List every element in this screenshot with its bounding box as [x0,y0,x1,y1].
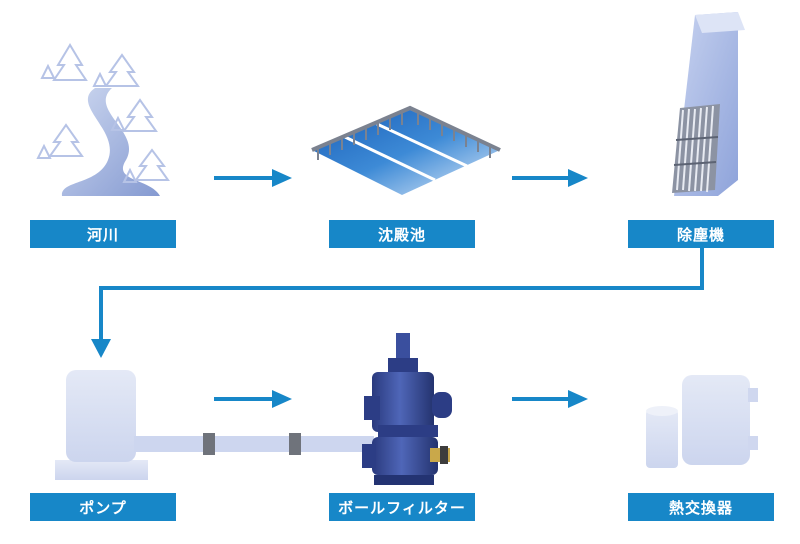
label-ball-filter: ボールフィルター [329,493,475,521]
flow-arrow [214,390,292,408]
label-dust-remover: 除塵機 [628,220,774,248]
flow-arrow [512,390,588,408]
heat-exchanger-illustration [646,375,758,468]
label-pump: ポンプ [30,493,176,521]
river-illustration [36,43,170,196]
flow-arrow [214,169,292,187]
ball-filter-illustration [362,333,452,485]
label-heat-exchanger: 熱交換器 [628,493,774,521]
pump-illustration [55,370,374,480]
connector-arrow [91,248,704,358]
label-settling-pond: 沈殿池 [329,220,475,248]
tree-icon [36,43,170,183]
settling-pond-illustration [311,105,501,195]
flow-arrow [512,169,588,187]
dust-remover-illustration [672,12,745,196]
label-river: 河川 [30,220,176,248]
